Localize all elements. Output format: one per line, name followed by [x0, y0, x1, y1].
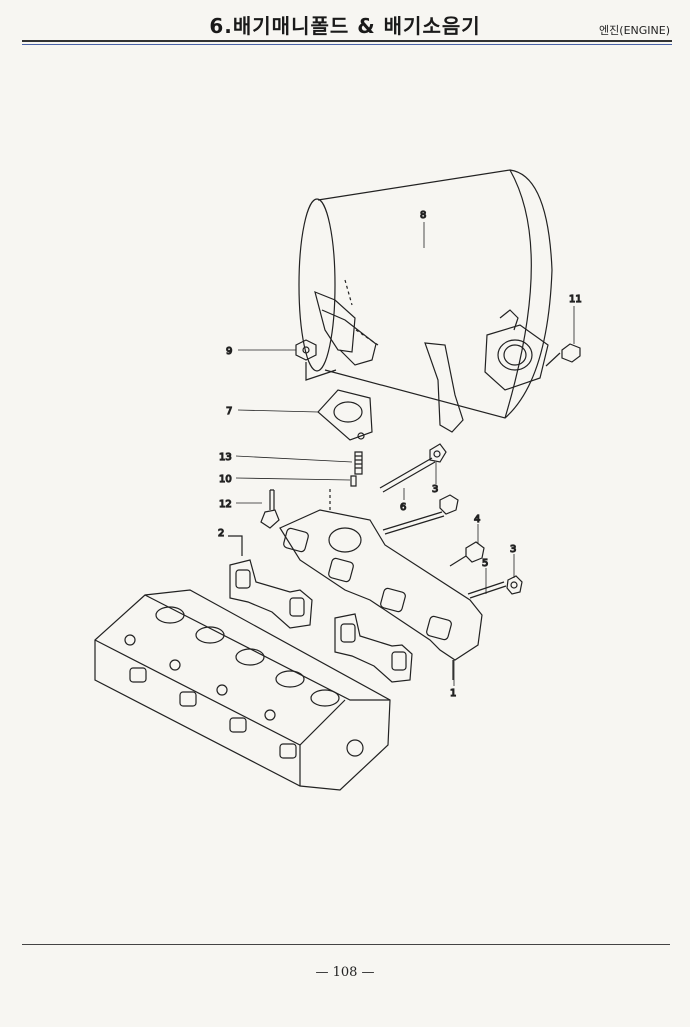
exhaust-manifold-drawing — [279, 488, 483, 680]
fasteners-drawing — [260, 443, 523, 599]
leader-lines — [235, 222, 575, 686]
callout-6: 6 — [400, 502, 406, 513]
callout-7: 7 — [226, 406, 232, 417]
callout-12: 12 — [219, 499, 232, 510]
callout-5: 5 — [482, 558, 488, 569]
callout-10: 10 — [219, 474, 232, 485]
page-number: 108 — [332, 965, 358, 980]
callout-11: 11 — [569, 294, 582, 305]
header-rule-accent — [22, 44, 672, 45]
footer-rule — [22, 944, 670, 945]
callout-2: 2 — [218, 528, 224, 539]
callout-13: 13 — [219, 452, 232, 463]
page-number-line: — 108 — — [315, 965, 375, 980]
callout-9: 9 — [226, 346, 232, 357]
callout-4: 4 — [474, 514, 480, 525]
muffler-gasket-drawing — [317, 389, 373, 441]
nut-drawing — [295, 339, 337, 381]
callout-3-upper: 3 — [432, 484, 438, 495]
section-label: 엔진(ENGINE) — [599, 24, 670, 37]
bolt-drawing — [545, 343, 581, 367]
muffler-drawing — [298, 169, 553, 433]
callout-1: 1 — [450, 688, 456, 699]
manifold-gasket-drawing — [228, 535, 413, 683]
header-rule — [22, 40, 672, 42]
callout-8: 8 — [420, 210, 426, 221]
cylinder-head-drawing — [94, 589, 391, 791]
callout-3-lower: 3 — [510, 544, 516, 555]
page-title: 6.배기매니폴드 & 배기소음기 — [209, 14, 481, 38]
